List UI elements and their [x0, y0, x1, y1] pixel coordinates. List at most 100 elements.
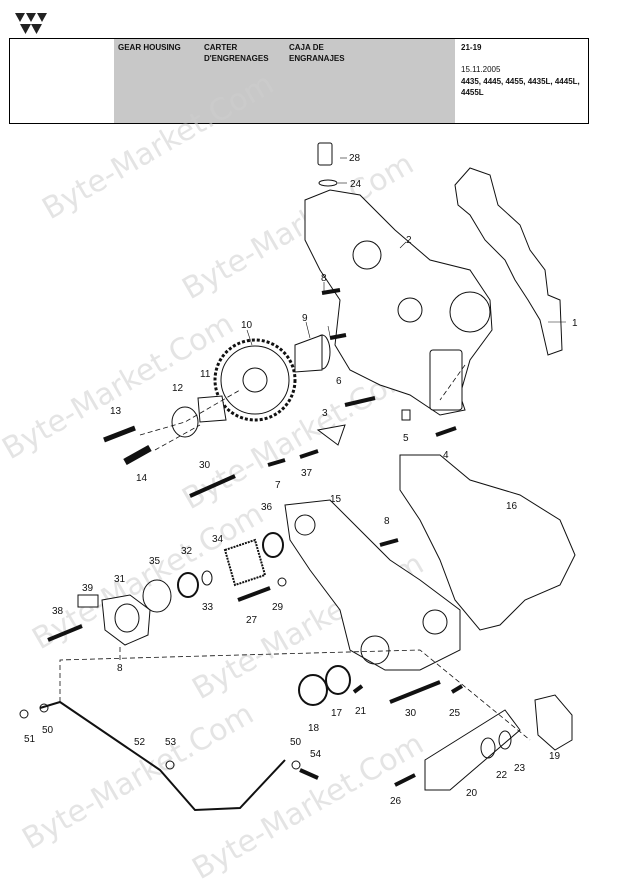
idler-gear	[220, 345, 290, 415]
thrust-plate	[171, 406, 199, 438]
part-label: 53	[165, 737, 177, 748]
seal-22	[480, 737, 496, 759]
part-label: 13	[110, 406, 122, 417]
seal-17	[325, 665, 351, 695]
gear-housing-outline	[304, 189, 493, 416]
part-label: 30	[405, 708, 417, 719]
idler-shaft	[294, 334, 323, 373]
part-label: 16	[506, 501, 518, 512]
housing-bore-1	[352, 240, 382, 270]
part-label: 14	[136, 473, 148, 484]
watermark: Byte-Market.Com	[0, 306, 240, 467]
bolt-8-b	[329, 333, 347, 340]
fitting-53	[165, 760, 175, 770]
part-label: 37	[301, 468, 313, 479]
washer-50-left	[39, 703, 49, 713]
bolt-14	[123, 444, 152, 466]
part-label: 24	[350, 179, 362, 190]
cover-bore-right	[422, 609, 448, 635]
title-shade	[114, 39, 455, 123]
page-reference: 21-19	[461, 43, 482, 52]
bolt-21	[352, 684, 364, 694]
seal-18	[298, 674, 328, 706]
part-label: 11	[200, 369, 211, 380]
dowel-5	[401, 409, 411, 421]
part-label: 25	[449, 708, 461, 719]
bushing	[197, 395, 227, 423]
seal-36	[262, 532, 284, 558]
issue-date: 15.11.2005	[461, 65, 501, 74]
part-label: 35	[149, 556, 161, 567]
timing-cover	[284, 499, 461, 671]
part-label: 21	[355, 706, 367, 717]
gasket-front-cover	[454, 167, 563, 356]
bolt-26	[394, 773, 416, 787]
idler-gear-hub	[242, 367, 268, 393]
washer-29	[277, 577, 287, 587]
models-line-1: 4435, 4445, 4455, 4435L, 4445L,	[461, 77, 580, 86]
cover-bore-upper	[294, 514, 316, 536]
part-label: 50	[42, 725, 54, 736]
pointer-bracket	[316, 424, 346, 446]
part-label: 34	[212, 534, 224, 545]
part-label: 32	[181, 546, 193, 557]
housing-plate	[429, 349, 463, 411]
part-label: 19	[549, 751, 561, 762]
part-label: 5	[403, 433, 409, 444]
ring-33	[201, 570, 213, 586]
ring-23	[498, 730, 512, 750]
tube-20	[424, 709, 521, 791]
pump-bore	[114, 603, 140, 633]
part-label: 12	[172, 383, 184, 394]
timing-cover-gasket	[399, 454, 576, 631]
part-label: 28	[349, 153, 361, 164]
bolt-8-a	[321, 288, 341, 295]
part-label: 1	[572, 318, 578, 329]
part-label: 8	[117, 663, 123, 674]
part-label: 52	[134, 737, 146, 748]
part-label: 26	[390, 796, 402, 807]
plate-39	[77, 594, 99, 608]
title-spanish-2: ENGRANAJES	[289, 54, 345, 63]
pump-housing	[101, 594, 151, 646]
bolt-4	[435, 426, 457, 437]
bolt-38	[47, 624, 83, 642]
watermark: Byte-Market.Com	[37, 66, 280, 227]
assembly-lines	[59, 364, 531, 741]
bolt-8-c	[379, 538, 399, 547]
part-label: 38	[52, 606, 64, 617]
part-label: 27	[246, 615, 258, 626]
gasket-35	[142, 579, 172, 613]
brand-logo-icon	[15, 13, 47, 34]
part-label: 3	[322, 408, 328, 419]
part-label: 31	[114, 574, 126, 585]
part-label: 6	[336, 376, 342, 387]
cover-seal-bore	[360, 635, 390, 665]
part-label: 8	[384, 516, 390, 527]
title-english: GEAR HOUSING	[118, 43, 181, 52]
idler-gear-outer	[213, 338, 297, 422]
part-label: 33	[202, 602, 214, 613]
breather-fitting	[317, 142, 333, 166]
title-french-2: D'ENGRENAGES	[204, 54, 269, 63]
models-line-2: 4455L	[461, 88, 484, 97]
part-label: 29	[272, 602, 284, 613]
part-label: 18	[308, 723, 320, 734]
leader-lines	[246, 157, 566, 346]
part-label: 4	[443, 450, 449, 461]
flange-19	[534, 694, 573, 751]
bolt-7	[267, 458, 286, 467]
part-label: 10	[241, 320, 253, 331]
watermark: Byte-Market.Com	[17, 696, 260, 857]
title-spanish-1: CAJA DE	[289, 43, 324, 52]
part-label: 39	[82, 583, 94, 594]
part-label: 7	[275, 480, 281, 491]
bolt-13	[103, 425, 136, 443]
part-label: 36	[261, 502, 273, 513]
seal-32	[177, 572, 199, 598]
bolt-54	[299, 768, 319, 780]
part-label: 50	[290, 737, 302, 748]
stud-6	[344, 396, 376, 407]
housing-bore-2	[449, 291, 491, 333]
